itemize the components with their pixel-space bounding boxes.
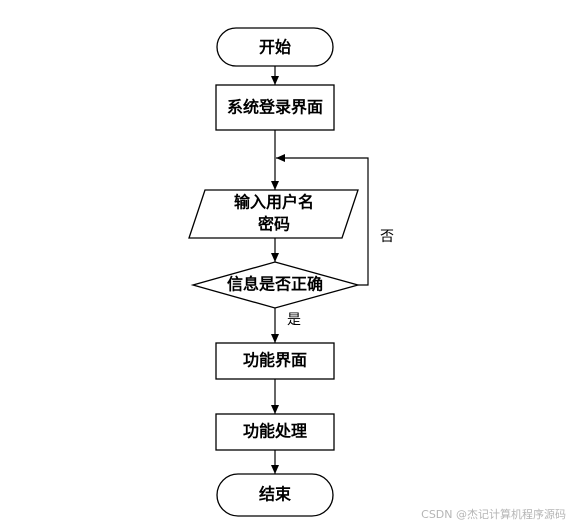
end-node: 结束 [216,473,334,517]
login-screen-node: 系统登录界面 [215,84,335,131]
input-label-line2: 密码 [257,215,290,234]
no-label: 否 [380,229,394,245]
end-label: 结束 [258,485,292,504]
check-decision-node: 信息是否正确 [190,261,361,309]
input-credentials-node: 输入用户名 密码 [188,189,359,239]
arrow-no-loop-back [276,154,369,286]
check-decision-label: 信息是否正确 [227,275,323,294]
yes-label: 是 [287,312,301,328]
function-ui-node: 功能界面 [215,342,335,380]
csdn-watermark: CSDN @杰记计算机程序源码 [421,507,566,521]
login-screen-label: 系统登录界面 [227,98,323,117]
start-label: 开始 [259,38,291,57]
input-label-line1: 输入用户名 [234,193,314,212]
start-node: 开始 [216,27,334,67]
function-process-node: 功能处理 [215,413,335,451]
function-process-label: 功能处理 [243,422,307,441]
function-ui-label: 功能界面 [243,351,307,370]
